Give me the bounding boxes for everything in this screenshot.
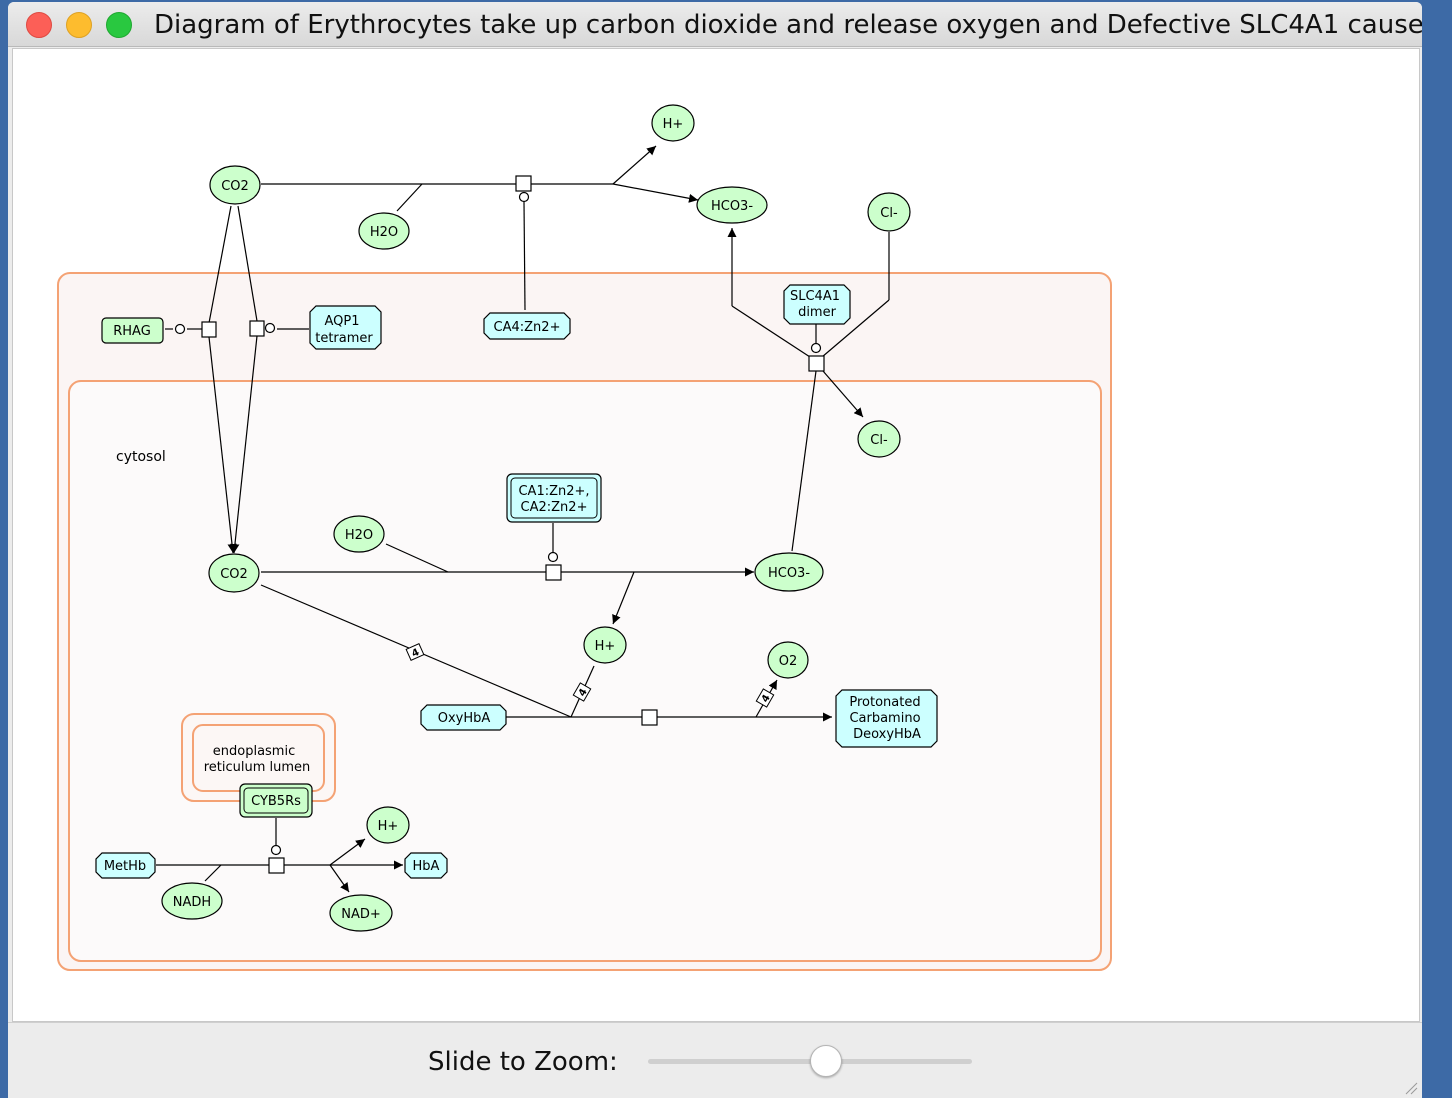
label-slc4a1-line1: SLC4A1 — [790, 289, 840, 304]
svg-text:4: 4 — [410, 647, 421, 660]
label-ca4: CA4:Zn2+ — [494, 320, 561, 335]
label-h-cytosol: H+ — [595, 639, 616, 654]
label-hco3-cytosol: HCO3- — [768, 566, 810, 581]
label-prot-line3: DeoxyHbA — [853, 727, 921, 742]
node-nadh[interactable] — [161, 882, 223, 920]
svg-text:4: 4 — [577, 687, 590, 699]
node-oxyhba[interactable] — [420, 704, 507, 731]
label-nadplus: NAD+ — [341, 907, 381, 922]
label-h2o-extracellular: H2O — [370, 225, 398, 240]
process-node-rhag[interactable] — [201, 321, 217, 338]
node-hba[interactable] — [404, 852, 448, 879]
zoom-slider-track[interactable] — [648, 1059, 972, 1064]
zoom-panel: Slide to Zoom: — [8, 1022, 1422, 1098]
label-ca12-line1: CA1:Zn2+, — [518, 484, 589, 499]
close-button[interactable] — [26, 12, 52, 38]
node-h-er[interactable] — [366, 806, 410, 844]
er-label-line2: reticulum lumen — [204, 760, 311, 775]
stoich-badge-h: 4 — [572, 682, 592, 702]
process-node-slc4a1[interactable] — [808, 355, 825, 372]
label-rhag: RHAG — [113, 324, 151, 339]
label-oxyhba: OxyHbA — [438, 711, 491, 726]
svg-text:4: 4 — [760, 693, 773, 705]
cytosol-label: cytosol — [116, 449, 166, 465]
catalysis-mark-aqp1 — [264, 322, 276, 334]
title-bar: Diagram of Erythrocytes take up carbon d… — [8, 2, 1422, 47]
zoom-label: Slide to Zoom: — [428, 1047, 618, 1077]
node-co2-cytosol[interactable] — [208, 553, 260, 593]
node-nadplus[interactable] — [329, 894, 393, 932]
node-slc4a1[interactable] — [783, 284, 851, 325]
node-co2-extracellular[interactable] — [209, 165, 261, 205]
node-cl-membrane[interactable] — [857, 420, 901, 458]
process-node-ca4[interactable] — [515, 175, 532, 192]
label-h-extracellular: H+ — [663, 117, 684, 132]
node-methb[interactable] — [95, 852, 156, 879]
label-aqp1-line2: tetramer — [315, 331, 373, 346]
process-node-ca12[interactable] — [545, 564, 562, 581]
node-protonated-deoxyhba[interactable] — [835, 689, 938, 748]
label-co2-cytosol: CO2 — [220, 567, 248, 582]
catalysis-mark-ca4 — [518, 191, 530, 203]
label-methb: MetHb — [104, 859, 146, 874]
zoom-slider-knob[interactable] — [810, 1045, 843, 1077]
label-nadh: NADH — [173, 895, 211, 910]
pathway-diagram: cytosol endoplasmic reticulum lumen — [57, 104, 1112, 971]
node-h2o-extracellular[interactable] — [358, 212, 410, 250]
cytosol-compartment — [68, 380, 1102, 962]
maximize-button[interactable] — [106, 12, 132, 38]
node-h2o-cytosol[interactable] — [333, 515, 385, 553]
diagram-canvas[interactable]: cytosol endoplasmic reticulum lumen — [12, 48, 1420, 1022]
node-ca4[interactable] — [483, 312, 571, 340]
window-title: Diagram of Erythrocytes take up carbon d… — [154, 10, 1422, 40]
label-prot-line1: Protonated — [849, 695, 920, 710]
catalysis-mark-slc4a1 — [810, 342, 822, 354]
node-hco3-extracellular[interactable] — [696, 186, 768, 224]
label-prot-line2: Carbamino — [849, 711, 920, 726]
resize-grip-icon[interactable] — [1404, 1081, 1418, 1095]
stoich-badge-co2: 4 — [405, 643, 425, 661]
process-node-hb[interactable] — [641, 709, 658, 726]
label-hco3-extracellular: HCO3- — [711, 199, 753, 214]
label-aqp1-line1: AQP1 — [324, 314, 359, 329]
node-hco3-cytosol[interactable] — [754, 552, 824, 592]
node-cl-extracellular[interactable] — [867, 192, 911, 232]
label-co2-extracellular: CO2 — [221, 179, 249, 194]
node-ca12[interactable] — [506, 473, 602, 523]
node-h-cytosol[interactable] — [583, 626, 627, 664]
node-o2[interactable] — [767, 641, 809, 679]
label-slc4a1-line2: dimer — [798, 305, 837, 320]
label-ca12-line2: CA2:Zn2+ — [521, 500, 588, 515]
node-rhag[interactable] — [101, 317, 164, 344]
label-cyb5rs: CYB5Rs — [251, 794, 301, 809]
label-cl-extracellular: Cl- — [880, 206, 898, 221]
node-aqp1[interactable] — [309, 305, 382, 350]
label-hba: HbA — [413, 859, 440, 874]
process-node-aqp1[interactable] — [249, 320, 265, 337]
catalysis-mark-rhag — [174, 323, 186, 335]
catalysis-mark-cyb5r — [270, 844, 282, 856]
minimize-button[interactable] — [66, 12, 92, 38]
node-cyb5rs[interactable] — [239, 783, 313, 818]
er-label-line1: endoplasmic — [213, 744, 295, 759]
label-h2o-cytosol: H2O — [345, 528, 373, 543]
catalysis-mark-ca12 — [547, 551, 559, 563]
app-window: Diagram of Erythrocytes take up carbon d… — [8, 2, 1422, 1098]
label-h-er: H+ — [378, 819, 399, 834]
label-o2: O2 — [779, 654, 798, 669]
process-node-methb[interactable] — [268, 857, 285, 874]
stoich-badge-o2: 4 — [755, 688, 775, 708]
node-h-extracellular[interactable] — [651, 104, 695, 142]
label-cl-membrane: Cl- — [870, 433, 888, 448]
